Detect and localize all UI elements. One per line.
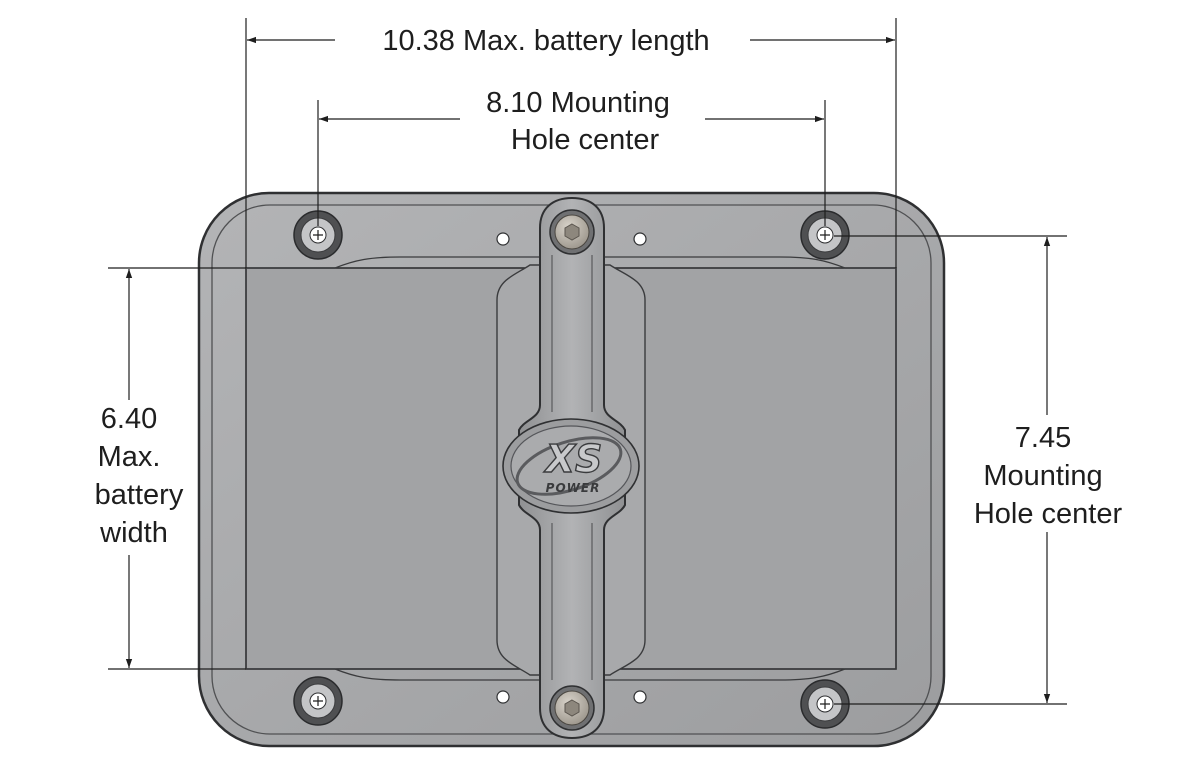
mounting-width-line2: Hole center xyxy=(974,498,1123,530)
xs-power-logo: XS POWER xyxy=(502,418,640,514)
battery-length-label: 10.38 Max. battery length xyxy=(382,25,709,57)
dimension-battery-width: 6.40 Max. battery width xyxy=(95,267,246,670)
crosshair-icon xyxy=(820,699,830,709)
hex-socket-icon xyxy=(564,223,580,241)
dimension-mounting-length: 8.10 Mounting Hole center xyxy=(317,87,826,226)
small-hole xyxy=(496,232,510,246)
logo-swoosh-icon xyxy=(515,436,623,496)
mounting-hole-top-right xyxy=(800,210,850,260)
logo-sub-text: POWER xyxy=(546,481,601,495)
battery-width-line1: Max. xyxy=(98,441,161,473)
small-holes xyxy=(496,232,647,704)
small-hole xyxy=(633,232,647,246)
battery-width-line3: width xyxy=(99,517,168,549)
mounting-width-value: 7.45 xyxy=(1015,422,1071,454)
mounting-width-line1: Mounting xyxy=(983,460,1102,492)
small-hole xyxy=(633,690,647,704)
hold-down-strap: XS POWER xyxy=(496,196,646,740)
mounting-length-label-line1: 8.10 Mounting xyxy=(486,87,670,119)
dimension-mounting-width: 7.45 Mounting Hole center xyxy=(834,235,1123,705)
crosshair-icon xyxy=(313,230,323,240)
strap-bolt-bottom xyxy=(549,685,595,731)
battery-width-line2: battery xyxy=(95,479,184,511)
battery-width-value: 6.40 xyxy=(101,403,157,435)
logo-main-text: XS xyxy=(544,437,603,481)
small-hole xyxy=(496,690,510,704)
crosshair-icon xyxy=(820,230,830,240)
crosshair-icon xyxy=(313,696,323,706)
strap-bolt-top xyxy=(549,209,595,255)
mounting-hole-bottom-left xyxy=(293,676,343,726)
hex-socket-icon xyxy=(564,699,580,717)
dimension-battery-length: 10.38 Max. battery length xyxy=(245,18,897,268)
mounting-length-label-line2: Hole center xyxy=(511,124,660,156)
